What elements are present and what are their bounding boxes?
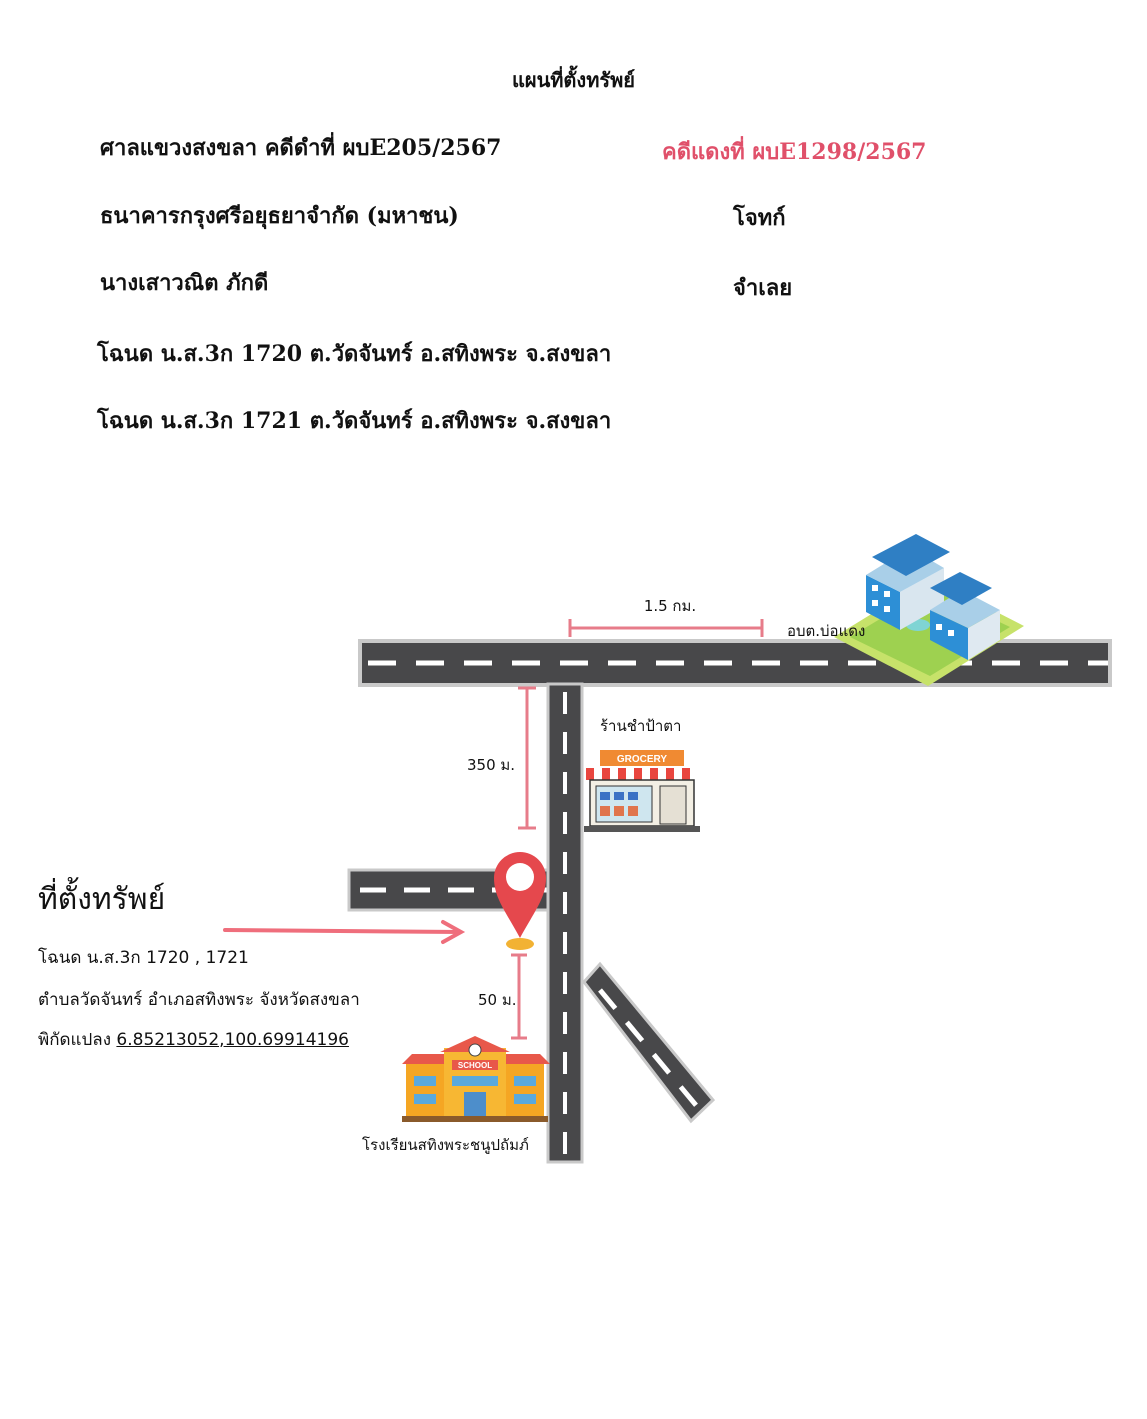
label-school: โรงเรียนสทิงพระชนูปถัมภ์ (362, 1136, 529, 1154)
diagonal-road (582, 961, 716, 1124)
label-1-5km: 1.5 กม. (644, 597, 696, 615)
location-title: ที่ตั้งทรัพย์ (38, 882, 166, 917)
location-address: ตำบลวัดจันทร์ อำเภอสทิงพระ จังหวัดสงขลา (38, 990, 360, 1010)
main-road (358, 639, 1112, 687)
deed-line-2: โฉนด น.ส.3ก 1721 ต.วัดจันทร์ อ.สทิงพระ จ… (97, 408, 612, 434)
measure-50m (511, 953, 527, 1040)
school-icon: SCHOOL (402, 1036, 550, 1122)
location-pin-icon (494, 852, 546, 950)
defendant-role: จำเลย (733, 275, 793, 301)
vertical-road (546, 682, 584, 1164)
location-coordinates-row: พิกัดแปลง 6.85213052,100.69914196 (38, 1026, 349, 1053)
measure-350m (518, 686, 536, 830)
plaintiff-name: ธนาคารกรุงศรีอยุธยาจำกัด (มหาชน) (100, 203, 459, 229)
label-shop: ร้านชำป้าตา (600, 717, 681, 735)
coordinates-label: พิกัดแปลง (38, 1030, 117, 1050)
label-50m: 50 ม. (478, 991, 517, 1009)
court-case-red: คดีแดงที่ ผบE1298/2567 (662, 139, 927, 165)
coordinates-value: 6.85213052,100.69914196 (116, 1030, 349, 1050)
label-office: อบต.บ่อแดง (787, 622, 865, 640)
shop-sign-text: GROCERY (617, 754, 668, 765)
defendant-name: นางเสาวณิต ภักดี (100, 270, 269, 296)
deed-line-1: โฉนด น.ส.3ก 1720 ต.วัดจันทร์ อ.สทิงพระ จ… (97, 341, 612, 367)
plaintiff-role: โจทก์ (733, 205, 786, 231)
measure-1-5km (568, 619, 764, 637)
school-sign-text: SCHOOL (458, 1061, 492, 1070)
grocery-shop-icon: GROCERY (584, 750, 700, 832)
office-building-icon (834, 534, 1024, 686)
court-case-black: ศาลแขวงสงขลา คดีดำที่ ผบE205/2567 (100, 135, 502, 161)
property-arrow (223, 920, 466, 944)
label-350m: 350 ม. (467, 756, 515, 774)
page-title: แผนที่ตั้งทรัพย์ (511, 68, 636, 92)
location-deed: โฉนด น.ส.3ก 1720 , 1721 (38, 948, 249, 968)
